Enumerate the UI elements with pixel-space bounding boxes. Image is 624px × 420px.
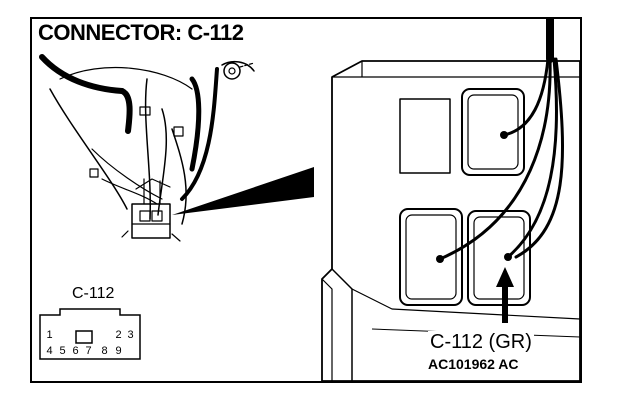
page-title: CONNECTOR: C-112 <box>36 20 246 45</box>
pin-2: 2 <box>115 329 122 341</box>
pin-1: 1 <box>46 329 53 341</box>
diagram-frame: CONNECTOR: C-112 C-112 1 2 3 4 5 6 7 8 9… <box>30 17 582 383</box>
pin-9: 9 <box>115 345 122 357</box>
pin-5: 5 <box>59 345 66 357</box>
pin-6: 6 <box>72 345 79 357</box>
pin-4: 4 <box>46 345 53 357</box>
reference-code: AC101962 AC <box>426 356 521 372</box>
harness-illustration <box>39 19 580 381</box>
connector-face-label: C-112 <box>72 285 115 302</box>
pin-8: 8 <box>101 345 108 357</box>
pin-3: 3 <box>127 329 134 341</box>
connector-pointer-label: C-112 (GR) <box>428 331 534 353</box>
pin-7: 7 <box>85 345 92 357</box>
